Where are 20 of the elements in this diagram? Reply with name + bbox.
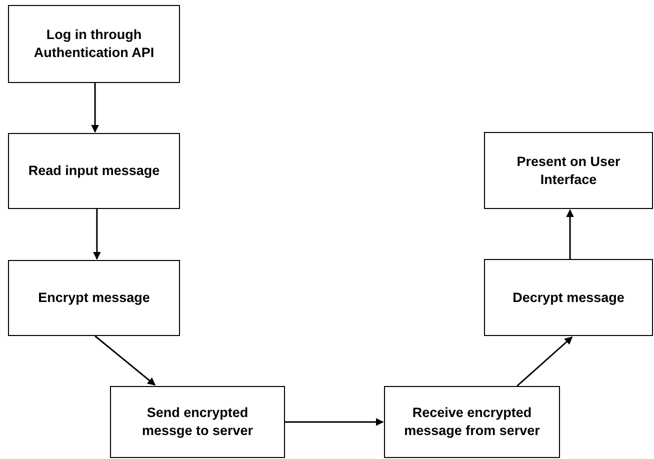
box-label: Send encrypted messge to server (140, 404, 254, 440)
arrow (91, 83, 100, 133)
process-box (8, 260, 180, 336)
box-label: Log in through Authentication API (32, 26, 156, 62)
arrow (92, 209, 101, 260)
box-label: Present on User Interface (516, 152, 622, 188)
process-box (484, 132, 653, 209)
arrow (94, 335, 156, 386)
arrow (516, 336, 573, 387)
process-box (8, 133, 180, 209)
box-label: Decrypt message (512, 288, 624, 306)
process-box (110, 386, 285, 458)
process-box (484, 259, 653, 336)
process-box (384, 386, 560, 458)
process-box (8, 5, 180, 83)
box-label: Receive encrypted message from server (403, 404, 541, 440)
arrow (285, 418, 384, 426)
box-label: Encrypt message (38, 289, 150, 307)
arrow (566, 209, 574, 259)
box-label: Read input message (28, 162, 160, 180)
